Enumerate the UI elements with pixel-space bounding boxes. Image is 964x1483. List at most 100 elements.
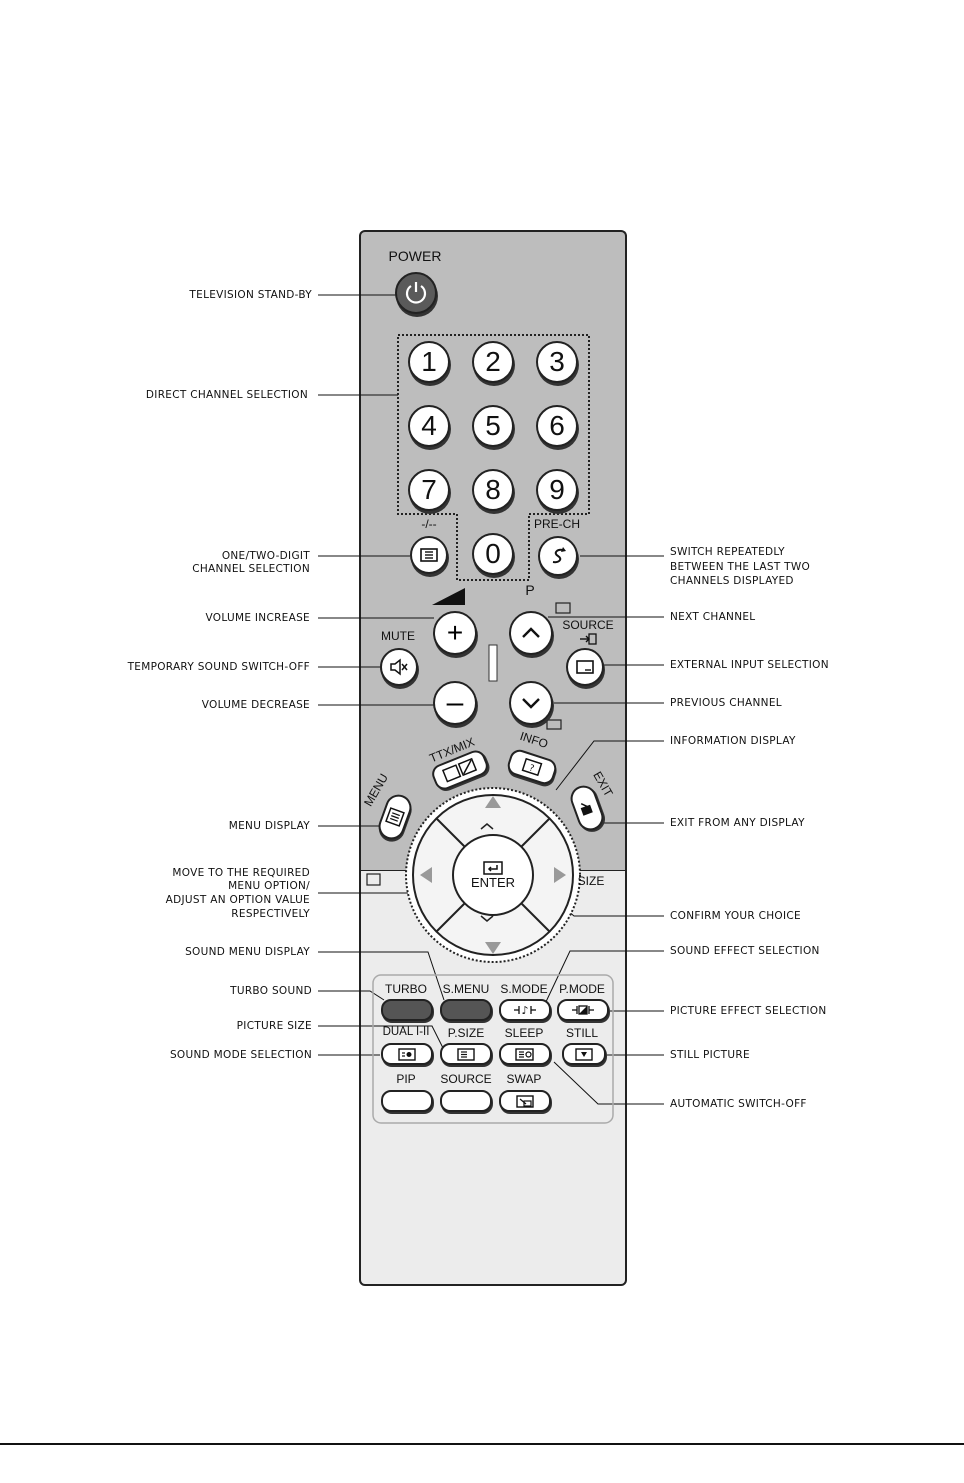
label-switch-1: SWITCH REPEATEDLY	[670, 546, 785, 558]
size-label: SIZE	[577, 874, 605, 888]
sleep-label: SLEEP	[504, 1026, 544, 1040]
power-label: POWER	[388, 248, 442, 264]
nav-up-button[interactable]	[463, 796, 523, 832]
pmode-label: P.MODE	[559, 982, 605, 996]
plus-icon: +	[446, 617, 464, 648]
input-arrow-icon	[580, 633, 597, 645]
page-footer-rule	[0, 1443, 964, 1445]
menu-button[interactable]	[374, 790, 416, 844]
nav-down-button[interactable]	[463, 918, 523, 954]
volume-up-button[interactable]: +	[433, 611, 477, 655]
label-switch-3: CHANNELS DISPLAYED	[670, 575, 794, 587]
dual-button[interactable]	[381, 1043, 433, 1065]
digit-5-button[interactable]: 5	[472, 405, 514, 447]
label-one-two-digit-2: CHANNEL SELECTION	[192, 563, 310, 575]
label-standby: TELEVISION STAND-BY	[189, 289, 312, 301]
digit-2-button[interactable]: 2	[472, 341, 514, 383]
channel-down-button[interactable]	[509, 681, 553, 725]
screen-icon	[576, 660, 594, 674]
sound-mode-button[interactable]: ♪	[499, 999, 551, 1021]
label-temp-mute: TEMPORARY SOUND SWITCH-OFF	[127, 661, 310, 673]
picture-size-button[interactable]	[440, 1043, 492, 1065]
digit-4-button[interactable]: 4	[408, 405, 450, 447]
digit-0-button[interactable]: 0	[472, 533, 514, 575]
sleep-button[interactable]	[499, 1043, 551, 1065]
digit-9-button[interactable]: 9	[536, 469, 578, 511]
exit-button[interactable]	[566, 781, 608, 835]
label-picture-effect: PICTURE EFFECT SELECTION	[670, 1005, 827, 1017]
source-label: SOURCE	[562, 618, 614, 632]
label-information-display: INFORMATION DISPLAY	[670, 735, 796, 747]
ttx-mix-button[interactable]	[429, 747, 491, 793]
exit-icon	[580, 803, 593, 816]
sound-menu-button[interactable]	[440, 999, 492, 1021]
dual-label: DUAL I-II	[382, 1026, 430, 1038]
minus-icon: –	[446, 686, 464, 719]
pre-ch-button[interactable]	[538, 536, 578, 576]
picture-contrast-icon	[572, 1005, 594, 1015]
swap-label: SWAP	[506, 1072, 542, 1086]
smenu-label: S.MENU	[442, 982, 490, 996]
label-volume-decrease: VOLUME DECREASE	[201, 699, 310, 711]
sleep-timer-icon	[515, 1047, 534, 1061]
digit-8-button[interactable]: 8	[472, 469, 514, 511]
chevron-up-icon	[522, 627, 540, 638]
enter-icon	[483, 860, 503, 875]
nav-right-button[interactable]	[536, 845, 572, 905]
power-icon	[405, 282, 427, 304]
digit-7-button[interactable]: 7	[408, 469, 450, 511]
power-button[interactable]	[395, 272, 437, 314]
pip-label: PIP	[396, 1072, 416, 1086]
teletext-list-icon	[420, 548, 438, 562]
psize-label: P.SIZE	[447, 1026, 485, 1040]
volume-down-button[interactable]: –	[433, 681, 477, 725]
label-direct-channel: DIRECT CHANNEL SELECTION	[145, 389, 308, 401]
digit-6-button[interactable]: 6	[536, 405, 578, 447]
p-label: P	[525, 582, 535, 598]
enter-button[interactable]: ENTER	[453, 835, 533, 915]
chevron-down-icon	[522, 698, 540, 709]
mute-button[interactable]	[380, 648, 418, 686]
music-note-icon: ♪	[514, 1004, 536, 1017]
label-external-input: EXTERNAL INPUT SELECTION	[670, 659, 829, 671]
picture-size-icon	[457, 1047, 475, 1061]
label-one-two-digit-1: ONE/TWO-DIGIT	[221, 550, 310, 562]
smode-label: S.MODE	[500, 982, 548, 996]
pip-button[interactable]	[381, 1090, 433, 1112]
label-sound-mode: SOUND MODE SELECTION	[169, 1049, 312, 1061]
turbo-label: TURBO	[385, 982, 427, 996]
swap-button[interactable]	[499, 1090, 551, 1112]
digit-3-button[interactable]: 3	[536, 341, 578, 383]
channel-up-button[interactable]	[509, 611, 553, 655]
still-picture-icon	[575, 1047, 593, 1061]
turbo-button[interactable]	[381, 999, 433, 1021]
info-screen-icon: ?	[521, 757, 543, 777]
picture-mode-button[interactable]	[557, 999, 609, 1021]
source2-label: SOURCE	[440, 1072, 492, 1086]
label-volume-increase: VOLUME INCREASE	[205, 612, 310, 624]
label-move-4: RESPECTIVELY	[231, 908, 310, 920]
digit-1-button[interactable]: 1	[408, 341, 450, 383]
label-move-1: MOVE TO THE REQUIRED	[172, 867, 310, 879]
enter-label: ENTER	[470, 874, 516, 890]
source-button[interactable]	[566, 648, 604, 686]
pip-source-button[interactable]	[440, 1090, 492, 1112]
still-button[interactable]	[562, 1043, 606, 1065]
label-move-2: MENU OPTION/	[228, 880, 310, 892]
label-auto-off: AUTOMATIC SWITCH-OFF	[670, 1098, 807, 1110]
info-button[interactable]: ?	[505, 747, 559, 787]
label-menu-display: MENU DISPLAY	[228, 820, 310, 832]
label-switch-2: BETWEEN THE LAST TWO	[670, 561, 811, 573]
label-confirm: CONFIRM YOUR CHOICE	[670, 910, 801, 922]
label-turbo-sound: TURBO SOUND	[230, 985, 312, 997]
one-two-digit-button[interactable]	[410, 536, 448, 574]
prech-label: PRE-CH	[533, 517, 581, 531]
svg-text:?: ?	[528, 763, 536, 774]
label-move-3: ADJUST AN OPTION VALUE	[165, 894, 310, 906]
mute-label: MUTE	[381, 629, 415, 643]
return-icon	[552, 547, 566, 564]
speaker-mute-icon	[390, 658, 408, 676]
teletext-mix-icon	[441, 757, 478, 783]
nav-left-button[interactable]	[414, 845, 450, 905]
